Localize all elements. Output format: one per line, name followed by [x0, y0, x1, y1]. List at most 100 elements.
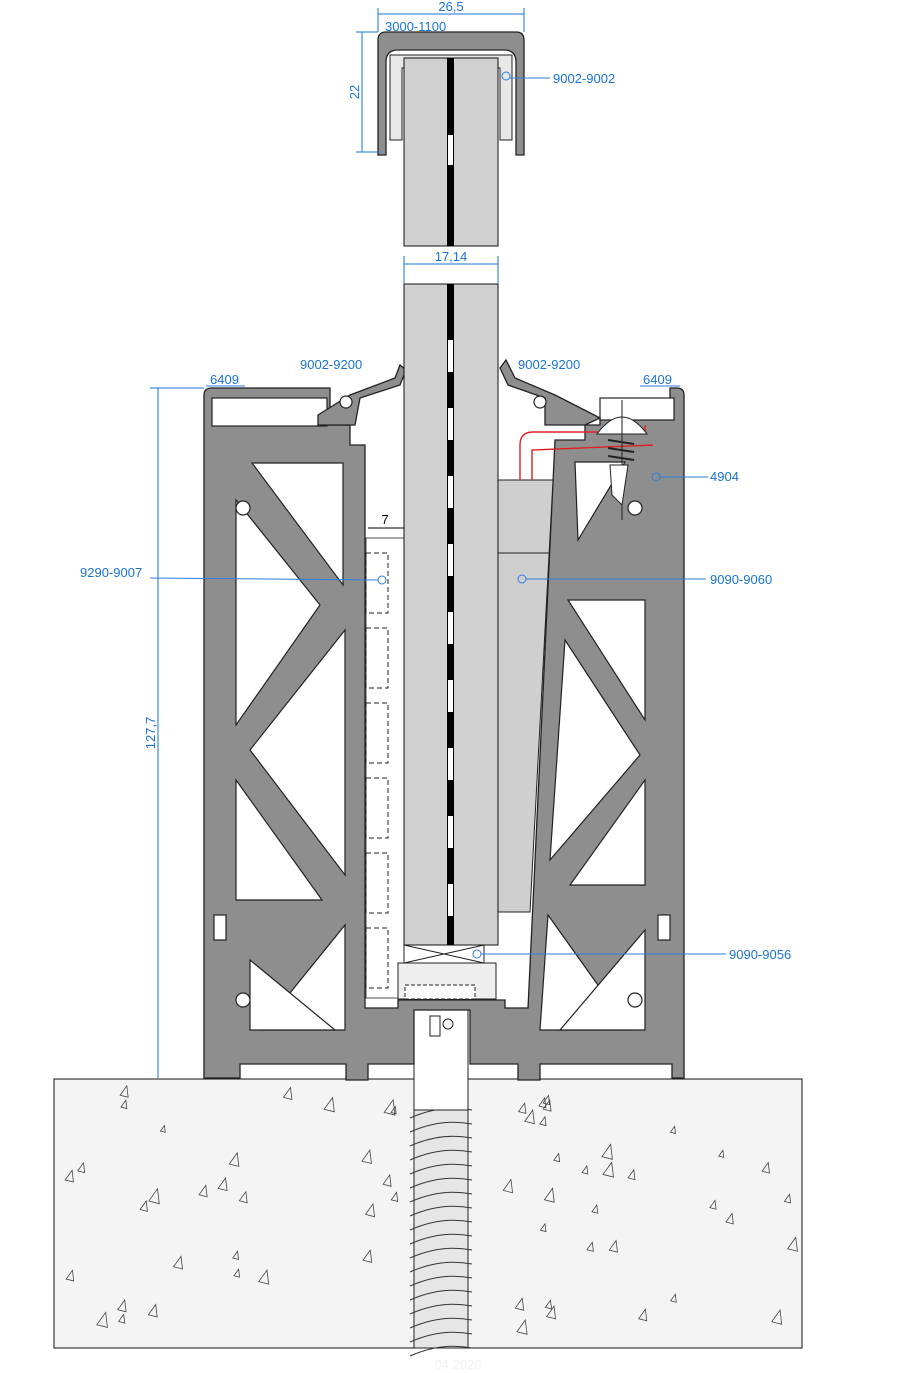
aggregate-mark [361, 1148, 372, 1165]
screw-4904 [596, 400, 648, 520]
screw-thread [409, 1289, 473, 1301]
dimension-lines [150, 8, 525, 1078]
aggregate-mark [542, 1098, 552, 1112]
footer-date: 04.2020 [435, 1357, 482, 1372]
label-cover-left: 6409 [210, 372, 239, 387]
base-profile [203, 387, 685, 1081]
dim-base-height: 127,7 [143, 717, 158, 750]
anchor-screw [409, 1009, 473, 1357]
aggregate-mark [364, 1202, 376, 1218]
aggregate-mark [544, 1299, 552, 1310]
aggregate-mark [64, 1169, 74, 1183]
aggregate-mark [147, 1303, 158, 1318]
red-seal [519, 425, 654, 480]
aggregate-mark [524, 1109, 535, 1125]
label-gasket-left: 9002-9200 [300, 357, 362, 372]
aggregate-mark [382, 1173, 392, 1187]
screw-thread [409, 1317, 473, 1329]
aggregate-mark [516, 1318, 528, 1335]
screw-thread [409, 1205, 473, 1217]
gasket-left [317, 363, 407, 426]
aggregate-mark [669, 1125, 676, 1134]
label-setting-block: 9090-9056 [729, 947, 791, 962]
aggregate-mark [514, 1297, 525, 1311]
glass-gap [448, 884, 453, 916]
glass-gap [448, 340, 453, 372]
aggregate-mark [117, 1298, 127, 1313]
screw-thread [409, 1345, 473, 1357]
aggregate-mark [627, 1168, 636, 1181]
aggregate-mark [542, 1094, 551, 1106]
aggregate-mark [233, 1268, 241, 1278]
dim-cap-height: 22 [347, 85, 362, 99]
aggregate-mark [718, 1149, 725, 1158]
aggregate-mark [601, 1143, 613, 1160]
glass-gap [448, 748, 453, 780]
aggregate-mark [139, 1199, 148, 1212]
aggregate-mark [771, 1309, 783, 1325]
aggregate-mark [608, 1239, 618, 1253]
aggregate-mark [669, 1293, 677, 1303]
aggregate-mark [159, 1124, 166, 1133]
screw-thread [409, 1247, 473, 1259]
aggregate-mark [543, 1187, 555, 1203]
screw-thread [409, 1275, 473, 1287]
dim-glass-thickness: 17,14 [435, 249, 468, 264]
label-cap-gasket: 9002-9002 [553, 71, 615, 86]
screw-thread [409, 1331, 473, 1343]
insert-9290-9007 [365, 552, 389, 989]
aggregate-mark [96, 1311, 108, 1328]
screw-thread [409, 1149, 473, 1161]
screw-thread [409, 1261, 473, 1273]
aggregate-mark [77, 1161, 86, 1174]
aggregate-mark [591, 1203, 599, 1214]
screw-thread [409, 1233, 473, 1245]
glass-gap [448, 680, 453, 712]
aggregate-mark [119, 1084, 129, 1098]
aggregate-mark [502, 1178, 513, 1194]
aggregate-mark [117, 1313, 126, 1324]
label-left-insert: 9290-9007 [80, 565, 142, 580]
screw-thread [409, 1163, 473, 1175]
aggregate-mark [258, 1268, 270, 1285]
aggregate-mark [390, 1191, 399, 1202]
aggregate-mark [545, 1305, 556, 1320]
aggregate-mark [282, 1086, 293, 1101]
aggregate-mark [538, 1096, 547, 1109]
screw-thread [409, 1219, 473, 1231]
concrete-aggregate [64, 1084, 798, 1335]
aggregate-mark [581, 1164, 589, 1175]
aggregate-mark [553, 1152, 561, 1163]
glass-gap [448, 612, 453, 644]
glass-gap [448, 816, 453, 848]
aggregate-mark [65, 1269, 75, 1282]
cap-profile [377, 31, 525, 247]
aggregate-mark [383, 1098, 396, 1116]
screw-thread [409, 1177, 473, 1189]
leader-lines [149, 71, 726, 959]
aggregate-mark [148, 1187, 160, 1205]
setting-block [397, 944, 497, 1000]
aggregate-mark [586, 1241, 594, 1252]
aggregate-mark [539, 1115, 547, 1127]
aggregate-mark [172, 1255, 183, 1270]
aggregate-mark [120, 1099, 128, 1110]
screw-thread [409, 1121, 473, 1133]
aggregate-mark [783, 1193, 792, 1204]
screw-thread [409, 1303, 473, 1315]
label-screw: 4904 [710, 469, 739, 484]
aggregate-mark [198, 1184, 208, 1198]
aggregate-mark [786, 1236, 798, 1252]
label-cover-right: 6409 [643, 372, 672, 387]
screw-thread [409, 1135, 473, 1147]
glass-gap [448, 544, 453, 576]
aggregate-mark [390, 1105, 397, 1115]
aggregate-mark [638, 1308, 648, 1322]
aggregate-mark [323, 1096, 335, 1113]
aggregate-mark [517, 1102, 527, 1114]
glass-panel [403, 283, 499, 946]
aggregate-mark [602, 1161, 614, 1178]
dim-cap-width: 26,5 [438, 0, 463, 14]
glass-gap [448, 408, 453, 440]
